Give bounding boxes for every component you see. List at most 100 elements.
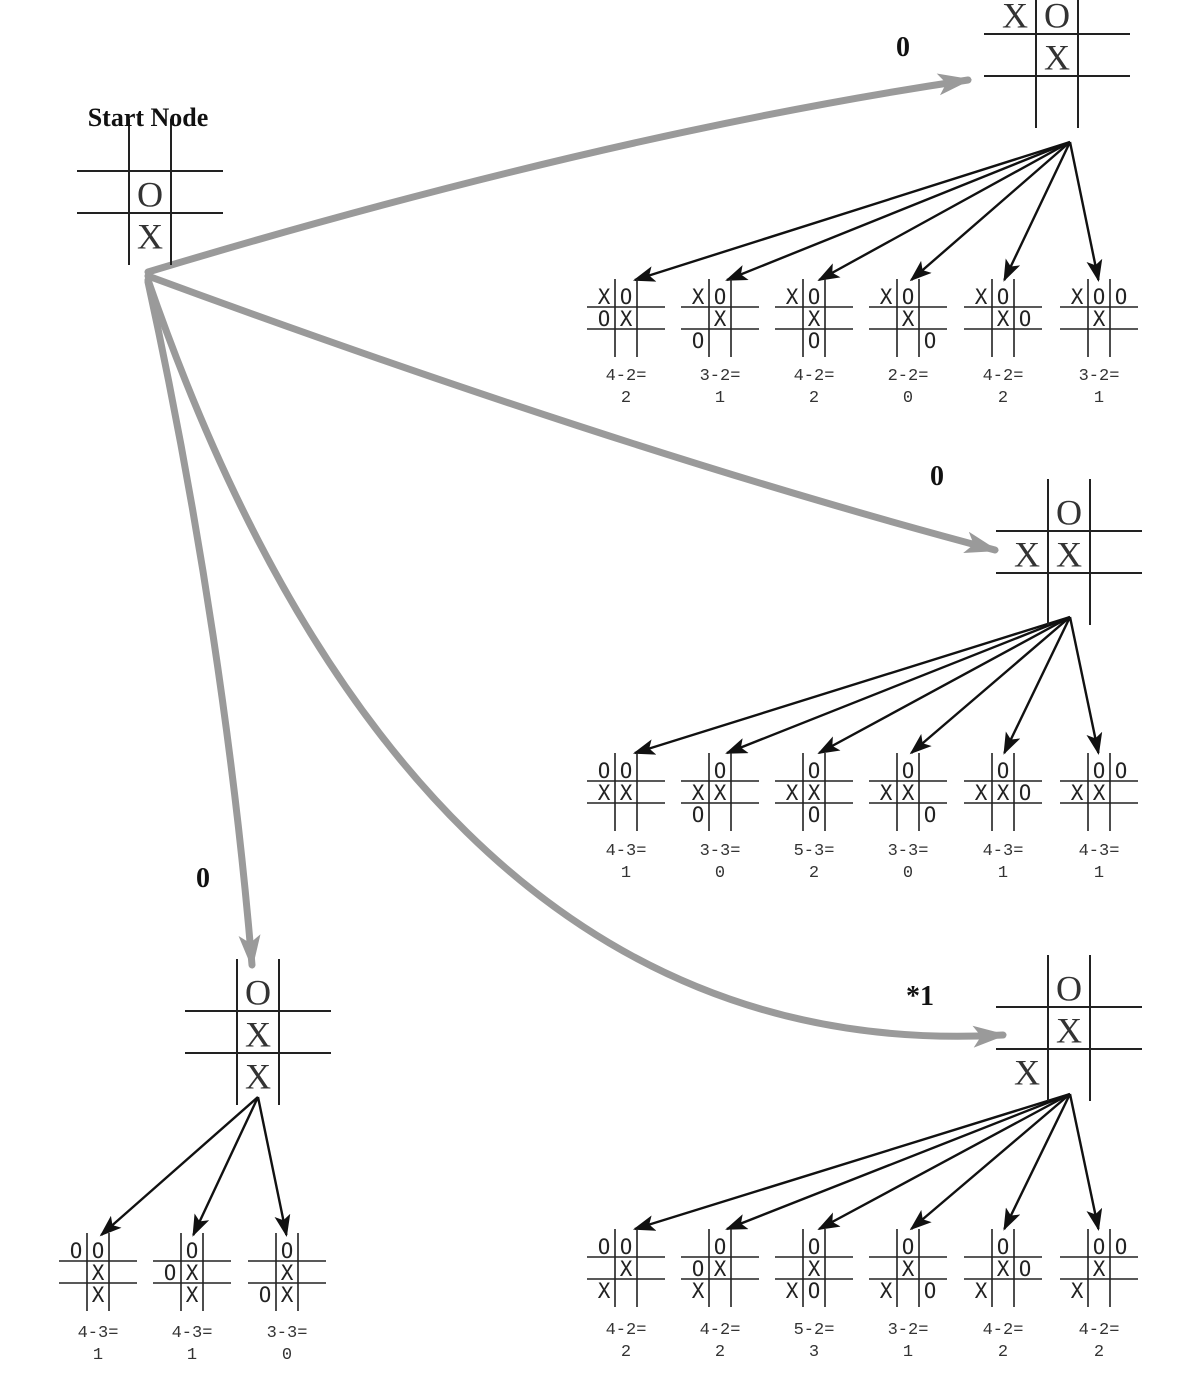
child-score-expression: 4-3= <box>606 842 647 861</box>
x-mark: X <box>902 1257 915 1281</box>
branch-board-3: OXX <box>996 955 1142 1101</box>
child-arrow <box>909 1093 1071 1231</box>
o-mark: O <box>259 1283 272 1307</box>
child-arrow <box>817 1092 1071 1231</box>
o-mark: O <box>808 759 821 783</box>
child-arrow <box>725 615 1071 755</box>
child-arrow <box>909 141 1071 282</box>
x-mark: X <box>997 781 1010 805</box>
gray-arrow-4 <box>144 278 261 969</box>
o-mark: O <box>924 803 937 827</box>
o-mark: O <box>1019 307 1032 331</box>
x-mark: X <box>1002 0 1028 35</box>
o-mark: O <box>692 329 705 353</box>
o-mark: O <box>598 1235 611 1259</box>
child-score-value: 1 <box>998 864 1008 883</box>
x-mark: X <box>620 307 633 331</box>
o-mark: O <box>692 1257 705 1281</box>
o-mark: O <box>1019 781 1032 805</box>
child-score-expression: 3-3= <box>267 1324 308 1343</box>
child-score-expression: 4-2= <box>983 367 1024 386</box>
x-mark: X <box>137 216 163 256</box>
x-mark: X <box>692 781 705 805</box>
x-mark: X <box>975 781 988 805</box>
branch-board-4: OXX <box>185 959 331 1105</box>
x-mark: X <box>1014 1052 1040 1092</box>
x-mark: X <box>92 1261 105 1285</box>
x-mark: X <box>620 1257 633 1281</box>
x-mark: X <box>598 781 611 805</box>
o-mark: O <box>1044 0 1070 35</box>
x-mark: X <box>714 781 727 805</box>
gray-arrow-layer <box>144 73 1007 1048</box>
child-arrow <box>632 1092 1071 1231</box>
black-arrow-layer <box>99 140 1103 1237</box>
child-score-expression: 4-3= <box>172 1324 213 1343</box>
child-score-expression: 3-3= <box>700 842 741 861</box>
x-mark: X <box>692 285 705 309</box>
child-score-value: 0 <box>903 864 913 883</box>
o-mark: O <box>1056 968 1082 1008</box>
o-mark: O <box>808 329 821 353</box>
start-node-title: Start Node <box>88 103 209 132</box>
child-score-value: 0 <box>715 864 725 883</box>
child-arrow <box>1003 1093 1072 1231</box>
x-mark: X <box>245 1056 271 1096</box>
label-layer: Start Node04-2=23-2=14-2=22-2=04-2=23-2=… <box>78 32 1120 1365</box>
child-arrow <box>632 615 1071 755</box>
x-mark: X <box>692 1279 705 1303</box>
x-mark: X <box>808 307 821 331</box>
child-score-expression: 4-3= <box>78 1324 119 1343</box>
o-mark: O <box>714 285 727 309</box>
x-mark: X <box>975 1279 988 1303</box>
branch-value-4: 0 <box>196 863 210 894</box>
branch-value-2: 0 <box>930 461 944 492</box>
child-arrow <box>1068 141 1103 282</box>
x-mark: X <box>880 1279 893 1303</box>
x-mark: X <box>598 285 611 309</box>
o-mark: O <box>1093 759 1106 783</box>
child-score-value: 1 <box>621 864 631 883</box>
child-score-expression: 5-2= <box>794 1321 835 1340</box>
o-mark: O <box>1115 759 1128 783</box>
child-arrow <box>1003 141 1072 282</box>
x-mark: X <box>1014 534 1040 574</box>
x-mark: X <box>997 1257 1010 1281</box>
x-mark: X <box>245 1014 271 1054</box>
x-mark: X <box>902 781 915 805</box>
x-mark: X <box>880 781 893 805</box>
x-mark: X <box>808 781 821 805</box>
x-mark: X <box>902 307 915 331</box>
child-arrow <box>256 1096 291 1237</box>
x-mark: X <box>1056 534 1082 574</box>
branch-value-3: *1 <box>906 981 934 1012</box>
x-mark: X <box>1093 781 1106 805</box>
x-mark: X <box>997 307 1010 331</box>
o-mark: O <box>997 1235 1010 1259</box>
o-mark: O <box>70 1239 83 1263</box>
x-mark: X <box>186 1283 199 1307</box>
child-arrow <box>192 1096 260 1237</box>
child-score-value: 1 <box>93 1346 103 1365</box>
child-score-value: 1 <box>903 1343 913 1362</box>
child-score-value: 2 <box>621 1343 631 1362</box>
child-arrow <box>817 615 1071 755</box>
o-mark: O <box>137 174 163 214</box>
o-mark: O <box>808 803 821 827</box>
o-mark: O <box>620 1235 633 1259</box>
child-arrow <box>725 1092 1071 1231</box>
start-node-board: OX <box>77 119 223 265</box>
x-mark: X <box>186 1261 199 1285</box>
